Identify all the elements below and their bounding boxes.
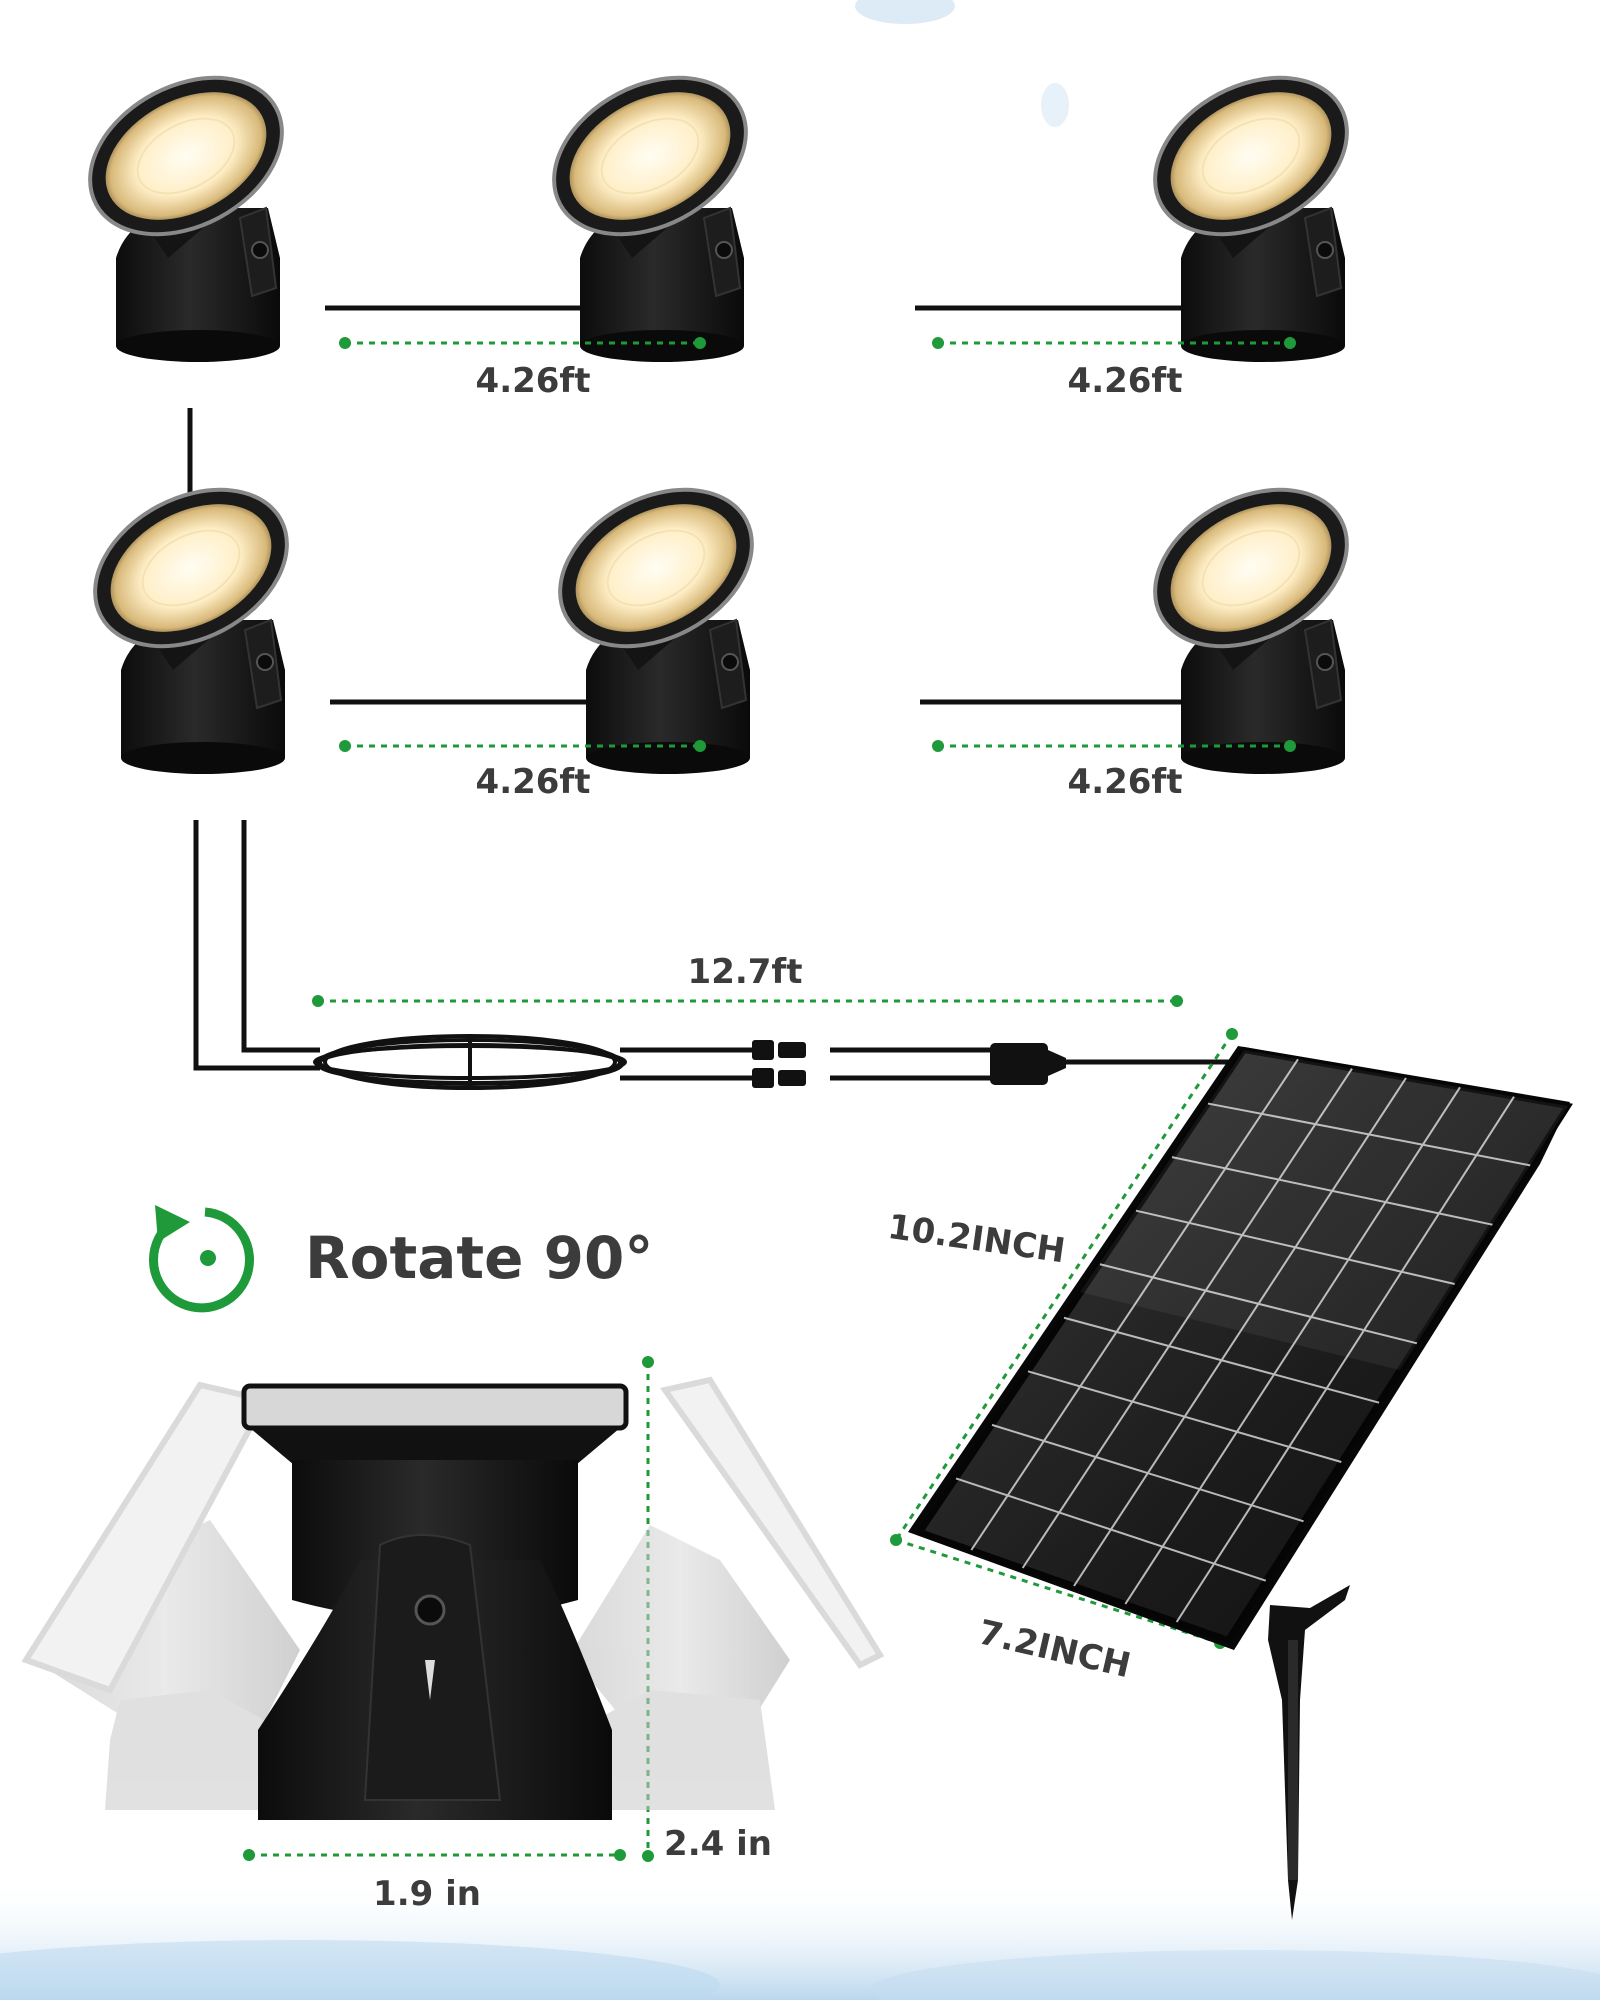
spotlight-5 — [558, 487, 754, 774]
cell-line-col — [1175, 1096, 1515, 1623]
water-splash-bottom — [0, 1880, 1600, 2000]
cell-line-row — [1063, 1316, 1380, 1404]
rotate-icon — [149, 1205, 254, 1313]
cell-line-col — [970, 1058, 1299, 1551]
rotate-feature: Rotate 90° — [149, 1205, 653, 1313]
cell-line-row — [1099, 1263, 1418, 1345]
solar-panel — [908, 1046, 1573, 1920]
spotlight-3 — [1153, 75, 1349, 362]
spotlight-4 — [93, 487, 289, 774]
light-width-label: 1.9 in — [373, 1874, 481, 1914]
spacing-label-row1-left: 4.26ft — [476, 361, 591, 401]
cell-line-row — [955, 1477, 1267, 1582]
cable-length-label: 12.7ft — [688, 952, 803, 992]
spacing-label-row2-right: 4.26ft — [1068, 762, 1183, 802]
cell-line-row — [1171, 1156, 1493, 1226]
cell-line-col — [1073, 1077, 1407, 1587]
spotlight-6 — [1153, 487, 1349, 774]
spotlight-2 — [552, 75, 748, 362]
cell-line-row — [1027, 1370, 1342, 1463]
cable-coil — [313, 1034, 627, 1090]
light-height-label: 2.4 in — [664, 1824, 772, 1864]
dimension-endpoints — [243, 337, 1296, 1862]
cell-line-row — [1207, 1102, 1531, 1167]
spacing-label-row2-left: 4.26ft — [476, 762, 591, 802]
cell-line-row — [991, 1423, 1304, 1523]
cell-line-col — [1124, 1086, 1461, 1605]
cell-line-row — [1135, 1209, 1455, 1285]
panel-width-label: 7.2INCH — [975, 1612, 1135, 1686]
rotation-illustration — [21, 1376, 885, 1820]
spacing-label-row1-right: 4.26ft — [1068, 361, 1183, 401]
spotlight-1 — [88, 75, 284, 362]
rotate-label: Rotate 90° — [305, 1224, 653, 1292]
solar-cell-grid — [955, 1058, 1531, 1623]
cell-line-col — [1021, 1068, 1353, 1569]
front-light — [241, 1383, 629, 1820]
spotlight-grid — [88, 75, 1349, 774]
cable-connectors — [752, 1040, 1066, 1088]
panel-length-label: 10.2INCH — [885, 1207, 1067, 1271]
water-splash-top — [855, 0, 1069, 127]
